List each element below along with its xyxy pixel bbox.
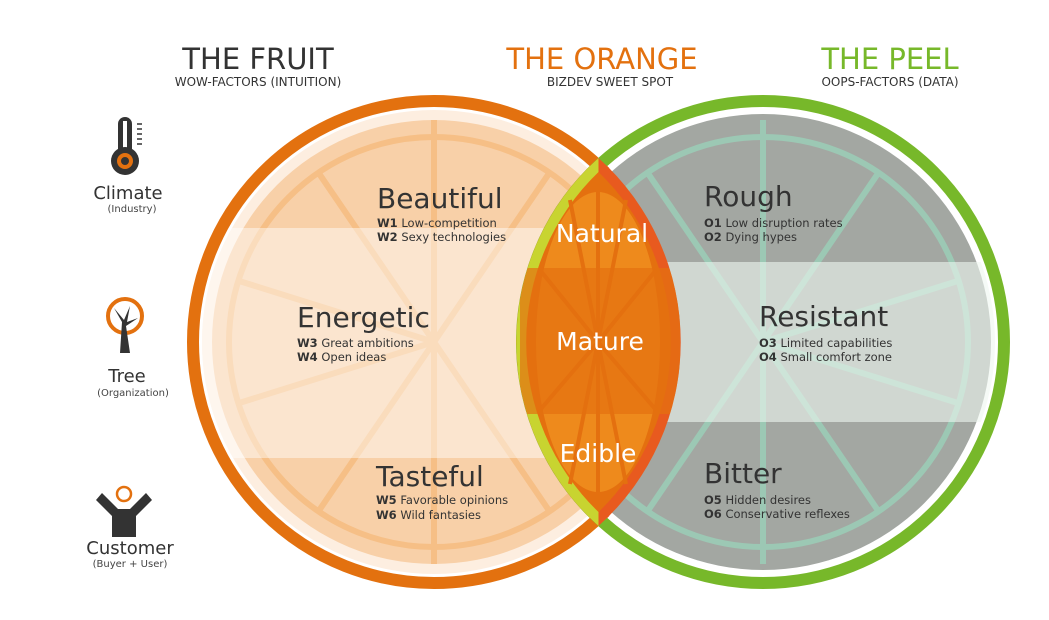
header-peel-subtitle: OOPS-FACTORS (DATA): [821, 75, 958, 89]
fruit-tasteful: Tasteful W5 Favorable opinions W6 Wild f…: [375, 460, 508, 522]
header-fruit-subtitle: WOW-FACTORS (INTUITION): [175, 75, 342, 89]
fruit-item: W1 Low-competition: [377, 216, 497, 230]
peel-rough: Rough O1 Low disruption rates O2 Dying h…: [704, 180, 843, 244]
peel-title: Rough: [704, 180, 793, 213]
orange-edible: Edible: [560, 439, 637, 468]
peel-title: Resistant: [759, 300, 888, 333]
row-label-tree: Tree: [107, 366, 146, 387]
fruit-title: Beautiful: [377, 182, 502, 215]
fruit-beautiful: Beautiful W1 Low-competition W2 Sexy tec…: [377, 182, 506, 244]
peel-bitter: Bitter O5 Hidden desires O6 Conservative…: [704, 457, 850, 521]
peel-item: O4 Small comfort zone: [759, 350, 892, 364]
customer-icon: [96, 485, 152, 537]
fruit-item: W2 Sexy technologies: [377, 230, 506, 244]
row-label-climate: Climate: [93, 183, 162, 204]
row-sub-customer: (Buyer + User): [93, 559, 168, 570]
orange-mature: Mature: [556, 327, 644, 356]
fruit-item: W6 Wild fantasies: [376, 508, 481, 522]
peel-item: O3 Limited capabilities: [759, 336, 892, 350]
thermometer-icon: [111, 117, 142, 175]
row-label-customer: Customer: [86, 538, 174, 559]
fruit-item: W5 Favorable opinions: [376, 493, 508, 507]
orange-natural: Natural: [556, 219, 648, 248]
peel-item: O2 Dying hypes: [704, 230, 797, 244]
fruit-item: W4 Open ideas: [297, 350, 386, 364]
peel-resistant: Resistant O3 Limited capabilities O4 Sma…: [759, 300, 892, 364]
fruit-title: Energetic: [297, 301, 430, 334]
orange-sweet-spot: [516, 158, 681, 526]
row-sub-tree: (Organization): [97, 388, 169, 399]
peel-item: O5 Hidden desires: [704, 493, 811, 507]
header-orange-title: THE ORANGE: [505, 42, 697, 76]
peel-item: O6 Conservative reflexes: [704, 507, 850, 521]
fruit-item: W3 Great ambitions: [297, 336, 414, 350]
header-peel-title: THE PEEL: [820, 42, 958, 76]
peel-title: Bitter: [704, 457, 782, 490]
fruit-title: Tasteful: [375, 460, 484, 493]
peel-item: O1 Low disruption rates: [704, 216, 843, 230]
fruit-energetic: Energetic W3 Great ambitions W4 Open ide…: [297, 301, 430, 364]
header-orange-subtitle: BIZDEV SWEET SPOT: [547, 75, 674, 89]
row-sub-climate: (Industry): [108, 204, 157, 215]
tree-icon: [106, 297, 144, 353]
header-fruit-title: THE FRUIT: [181, 42, 334, 76]
